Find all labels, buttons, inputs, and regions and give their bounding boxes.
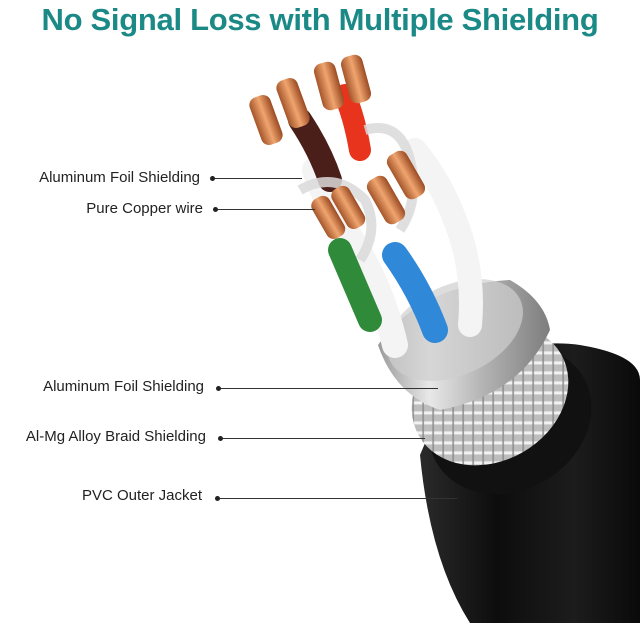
twisted-pairs: [288, 84, 483, 358]
label-aluminum-foil-outer: Aluminum Foil Shielding: [43, 378, 204, 395]
leader-aluminum-foil-inner: [212, 178, 302, 179]
leader-braid-shielding: [220, 438, 425, 439]
leader-dot: [213, 207, 218, 212]
leader-dot: [216, 386, 221, 391]
leader-aluminum-foil-outer: [218, 388, 438, 389]
leader-dot: [218, 436, 223, 441]
label-aluminum-foil-inner: Aluminum Foil Shielding: [39, 169, 200, 186]
leader-pure-copper-wire: [215, 209, 315, 210]
copper-conductors: [249, 54, 426, 239]
page-title: No Signal Loss with Multiple Shielding: [41, 2, 599, 37]
leader-dot: [210, 176, 215, 181]
label-pure-copper-wire: Pure Copper wire: [86, 200, 203, 217]
label-braid-shielding: Al-Mg Alloy Braid Shielding: [25, 428, 206, 445]
leader-pvc-outer-jacket: [217, 498, 457, 499]
leader-dot: [215, 496, 220, 501]
label-pvc-outer-jacket: PVC Outer Jacket: [81, 487, 202, 504]
